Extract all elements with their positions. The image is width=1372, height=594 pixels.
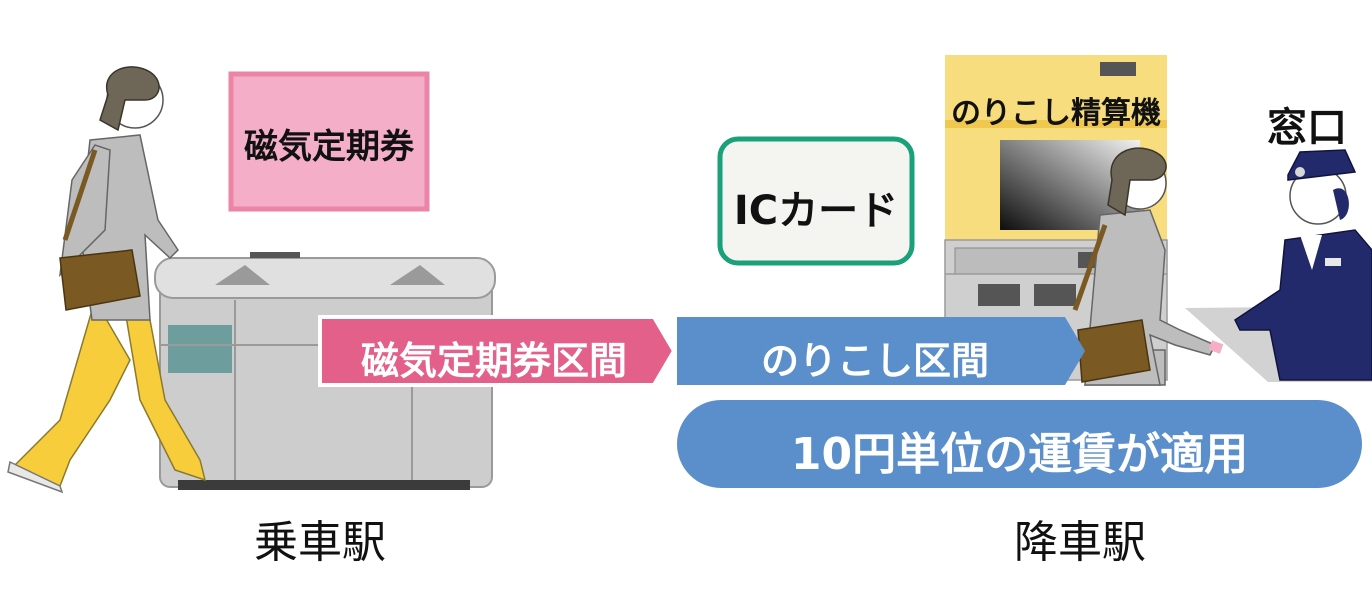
- magnetic-pass-label: 磁気定期券: [244, 127, 414, 167]
- passenger-at-window: [1072, 147, 1224, 386]
- fare-note-text: 10円単位の運賃が適用: [790, 429, 1249, 480]
- alighting-station-label: 降車駅: [1014, 517, 1146, 568]
- station-attendant: [1234, 149, 1372, 381]
- fare-note-pill: [677, 400, 1362, 488]
- passenger-walking: [7, 66, 207, 494]
- pass-section-arrow: [318, 315, 677, 387]
- magnetic-pass-box: [228, 71, 430, 212]
- override-section-label: のりこし区間: [760, 339, 989, 383]
- boarding-station-label: 乗車駅: [254, 517, 386, 568]
- ic-card-box: [717, 136, 915, 266]
- override-section-arrow: [677, 317, 1085, 385]
- ic-card-label: ICカード: [733, 188, 899, 234]
- fare-machine-label: のりこし精算機: [951, 96, 1161, 131]
- window-label: 窓口: [1267, 105, 1347, 151]
- pass-section-label: 磁気定期券区間: [360, 339, 627, 383]
